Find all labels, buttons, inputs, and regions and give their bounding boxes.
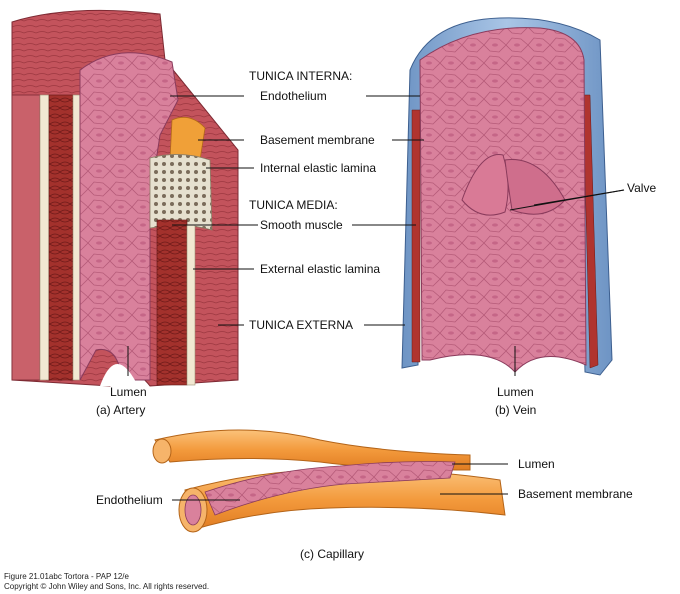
label-internal-elastic-lamina: Internal elastic lamina	[260, 161, 377, 175]
label-capillary-endothelium: Endothelium	[96, 493, 163, 507]
capillary-illustration	[152, 429, 506, 533]
artery-internal-elastic-lamina	[149, 154, 213, 231]
caption-vein: (b) Vein	[495, 403, 537, 417]
capillary-endothelium-cutaway	[204, 461, 456, 516]
label-tunica-externa: TUNICA EXTERNA	[249, 318, 354, 332]
artery-right-elastic	[186, 224, 196, 386]
artery-lumen-opening	[100, 364, 138, 386]
leader-valve-2	[533, 189, 625, 206]
caption-capillary: (c) Capillary	[300, 547, 365, 561]
capillary-upper-branch	[154, 429, 471, 471]
label-tunica-interna: TUNICA INTERNA:	[249, 69, 353, 83]
capillary-lumen-opening	[184, 494, 202, 526]
caption-artery: (a) Artery	[96, 403, 146, 417]
label-basement-membrane: Basement membrane	[260, 133, 375, 147]
label-tunica-media: TUNICA MEDIA:	[249, 198, 338, 212]
artery-left-smooth-muscle	[48, 94, 74, 381]
copyright-notice: Copyright © John Wiley and Sons, Inc. Al…	[4, 582, 210, 591]
vein-tunica-media	[582, 94, 599, 369]
vein-tunica-media-left	[411, 109, 421, 363]
label-capillary-basement-membrane: Basement membrane	[518, 487, 633, 501]
artery-left-elastic-inner	[72, 94, 81, 381]
label-artery-lumen: Lumen	[110, 385, 147, 399]
artery-illustration	[11, 9, 239, 387]
artery-right-smooth-muscle	[156, 219, 188, 386]
label-smooth-muscle: Smooth muscle	[260, 218, 343, 232]
artery-left-externa	[11, 94, 41, 381]
figure-credit: Figure 21.01abc Tortora - PAP 12/e	[4, 572, 129, 581]
leader-lines	[127, 95, 625, 501]
artery-basement-membrane	[169, 116, 206, 161]
label-vein-lumen: Lumen	[497, 385, 534, 399]
vein-illustration	[401, 17, 613, 376]
label-valve: Valve	[627, 181, 657, 195]
label-capillary-lumen: Lumen	[518, 457, 555, 471]
vein-valve-cusp-right	[504, 159, 566, 215]
artery-left-elastic-outer	[39, 94, 50, 381]
label-external-elastic-lamina: External elastic lamina	[260, 262, 381, 276]
capillary-upper-end	[152, 438, 172, 464]
artery-endothelium	[79, 52, 179, 381]
label-endothelium: Endothelium	[260, 89, 327, 103]
